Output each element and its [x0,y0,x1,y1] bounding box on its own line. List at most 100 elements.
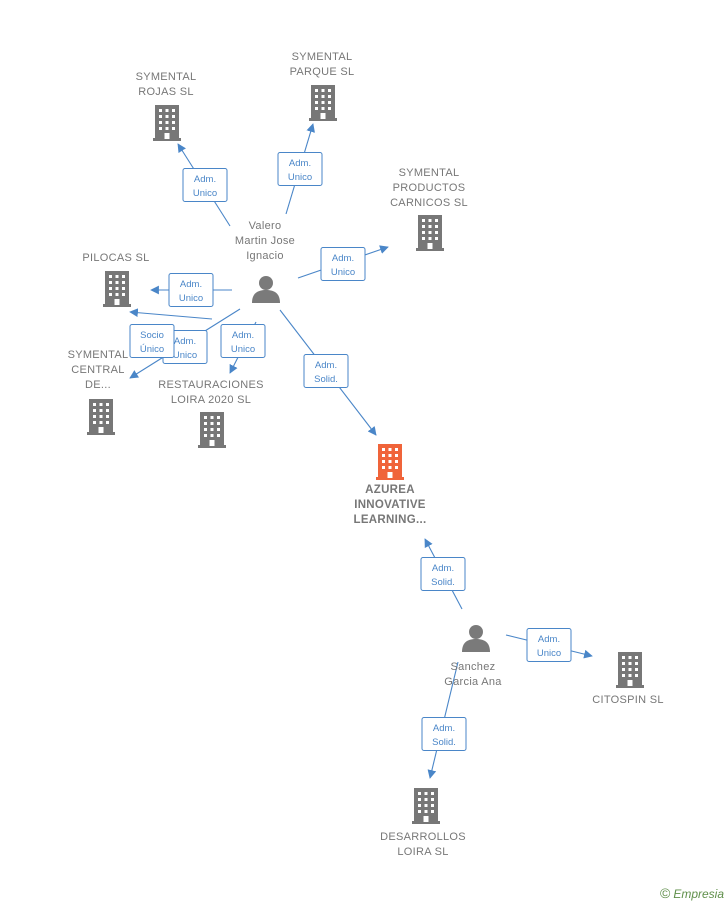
edge-sanchez-citospin: Adm.Unico [505,628,593,662]
edge-label-box[interactable]: Adm.Solid. [421,717,467,751]
edge-label-frame [277,152,323,186]
edge-label-line: Adm. [289,158,311,169]
edge-label-line: Adm. [433,723,455,734]
edge-label-frame [320,247,366,281]
edge-label-box[interactable]: Adm.Unico [526,628,572,662]
building-icon [198,412,226,448]
node-rojas[interactable]: SYMENTAL ROJAS SL [136,71,197,141]
edge-sanchez-azurea: Adm. Solid. [420,538,466,610]
node-label-line: Martin Jose [235,235,295,247]
person-icon [252,276,280,303]
edge-label-line: Unico [288,172,312,183]
edge-valero-rojas: Adm. Unico [177,143,231,227]
edge-sanchez-desarrollos: Adm.Solid. [421,661,467,779]
node-label-line: AZUREA [365,484,415,496]
node-label-line: PRODUCTOS [393,182,466,194]
node-restauraciones[interactable]: RESTAURACIONES LOIRA 2020 SL [158,379,263,448]
node-label-line: DE... [85,379,111,391]
edge-label-line: Adm. [174,336,196,347]
building-icon [376,444,404,480]
node-parque[interactable]: SYMENTAL PARQUE SL [290,51,355,121]
node-label-line: PILOCAS SL [82,252,149,264]
building-icon [309,85,337,121]
node-label-line: CARNICOS SL [390,197,468,209]
edge-label-line: Adm. [315,360,337,371]
edge-label-line: Unico [193,188,217,199]
node-label-line: SYMENTAL [136,71,197,83]
node-label-line: PARQUE SL [290,66,355,78]
node-label-line: DESARROLLOS [380,831,466,843]
copyright-icon: © [659,885,671,901]
edge-label-line: Unico [179,293,203,304]
edge-label-line: Adm. [332,253,354,264]
building-icon [412,788,440,824]
edge-label-line: Unico [331,267,355,278]
person-icon [462,625,490,652]
edge-label-frame [303,354,349,388]
brand-watermark: ©Empresia [660,885,724,901]
node-central[interactable]: SYMENTAL CENTRAL DE... [68,349,129,435]
node-citospin[interactable]: CITOSPIN SL [592,652,664,706]
edge-valero-pilocas: Adm. Unico [150,273,232,307]
node-label-line: INNOVATIVE [354,499,426,511]
edge-label-frame [420,557,466,591]
edge-label-line: Adm. [194,174,216,185]
edge-valero-azurea: Adm. Solid. [279,309,377,436]
building-icon [103,271,131,307]
node-desarrollos[interactable]: DESARROLLOS LOIRA SL [380,788,466,858]
node-label-line: LOIRA 2020 SL [171,394,251,406]
edge-label-line: Solid. [314,374,338,385]
edge-label-frame [182,168,228,202]
edge-label-frame [526,628,572,662]
node-label-line: ROJAS SL [138,86,194,98]
edge-label-line: Único [140,344,164,355]
node-pilocas[interactable]: PILOCAS SL [82,252,149,307]
node-azurea[interactable]: AZUREAINNOVATIVELEARNING... [354,444,427,526]
node-label-line: CITOSPIN SL [592,694,664,706]
brand-name: Empresia [673,887,724,901]
edge-label-frame [421,717,467,751]
node-label-line: Ignacio [246,250,284,262]
building-icon [616,652,644,688]
node-label-line: SYMENTAL [399,167,460,179]
node-label-line: LOIRA SL [397,846,448,858]
node-label-line: RESTAURACIONES [158,379,263,391]
edge-label-frame [220,324,266,358]
edge-label-line: Unico [537,648,561,659]
edge-label-box[interactable]: Adm. Unico [277,152,323,186]
edge-label-box[interactable]: Adm. Solid. [303,354,349,388]
edge-label-box[interactable]: Adm. Solid. [420,557,466,591]
edge-label-line: Unico [173,350,197,361]
edge-label-line: Adm. [180,279,202,290]
node-label-line: SYMENTAL [68,349,129,361]
edge-label-frame [129,324,175,358]
edge-label-line: Adm. [432,563,454,574]
node-label-line: Garcia Ana [444,676,502,688]
edges-layer: Adm.UnicoAdm.UnicoAdm.UnicoAdm.UnicoAdm.… [129,123,593,779]
building-icon [416,215,444,251]
node-label-line: SYMENTAL [292,51,353,63]
node-productos[interactable]: SYMENTAL PRODUCTOS CARNICOS SL [390,167,468,251]
edge-line [129,308,213,320]
building-icon [87,399,115,435]
node-label-line: Valero [249,220,282,232]
edge-valero-restauraciones: Adm. Unico [220,321,266,374]
edge-label-line: Solid. [431,577,455,588]
edge-label-line: Unico [231,344,255,355]
edge-valero-parque: Adm. Unico [277,123,323,215]
edge-label-line: Socio [140,330,164,341]
edge-label-box[interactable]: Adm. Unico [320,247,366,281]
building-icon [153,105,181,141]
edge-label-box[interactable]: Adm. Unico [220,324,266,358]
edge-label-box[interactable]: Adm. Unico [182,168,228,202]
edge-label-line: Adm. [232,330,254,341]
node-label-line: Sanchez [451,661,496,673]
edge-label-box[interactable]: Adm. Unico [168,273,214,307]
node-label-line: CENTRAL [71,364,124,376]
